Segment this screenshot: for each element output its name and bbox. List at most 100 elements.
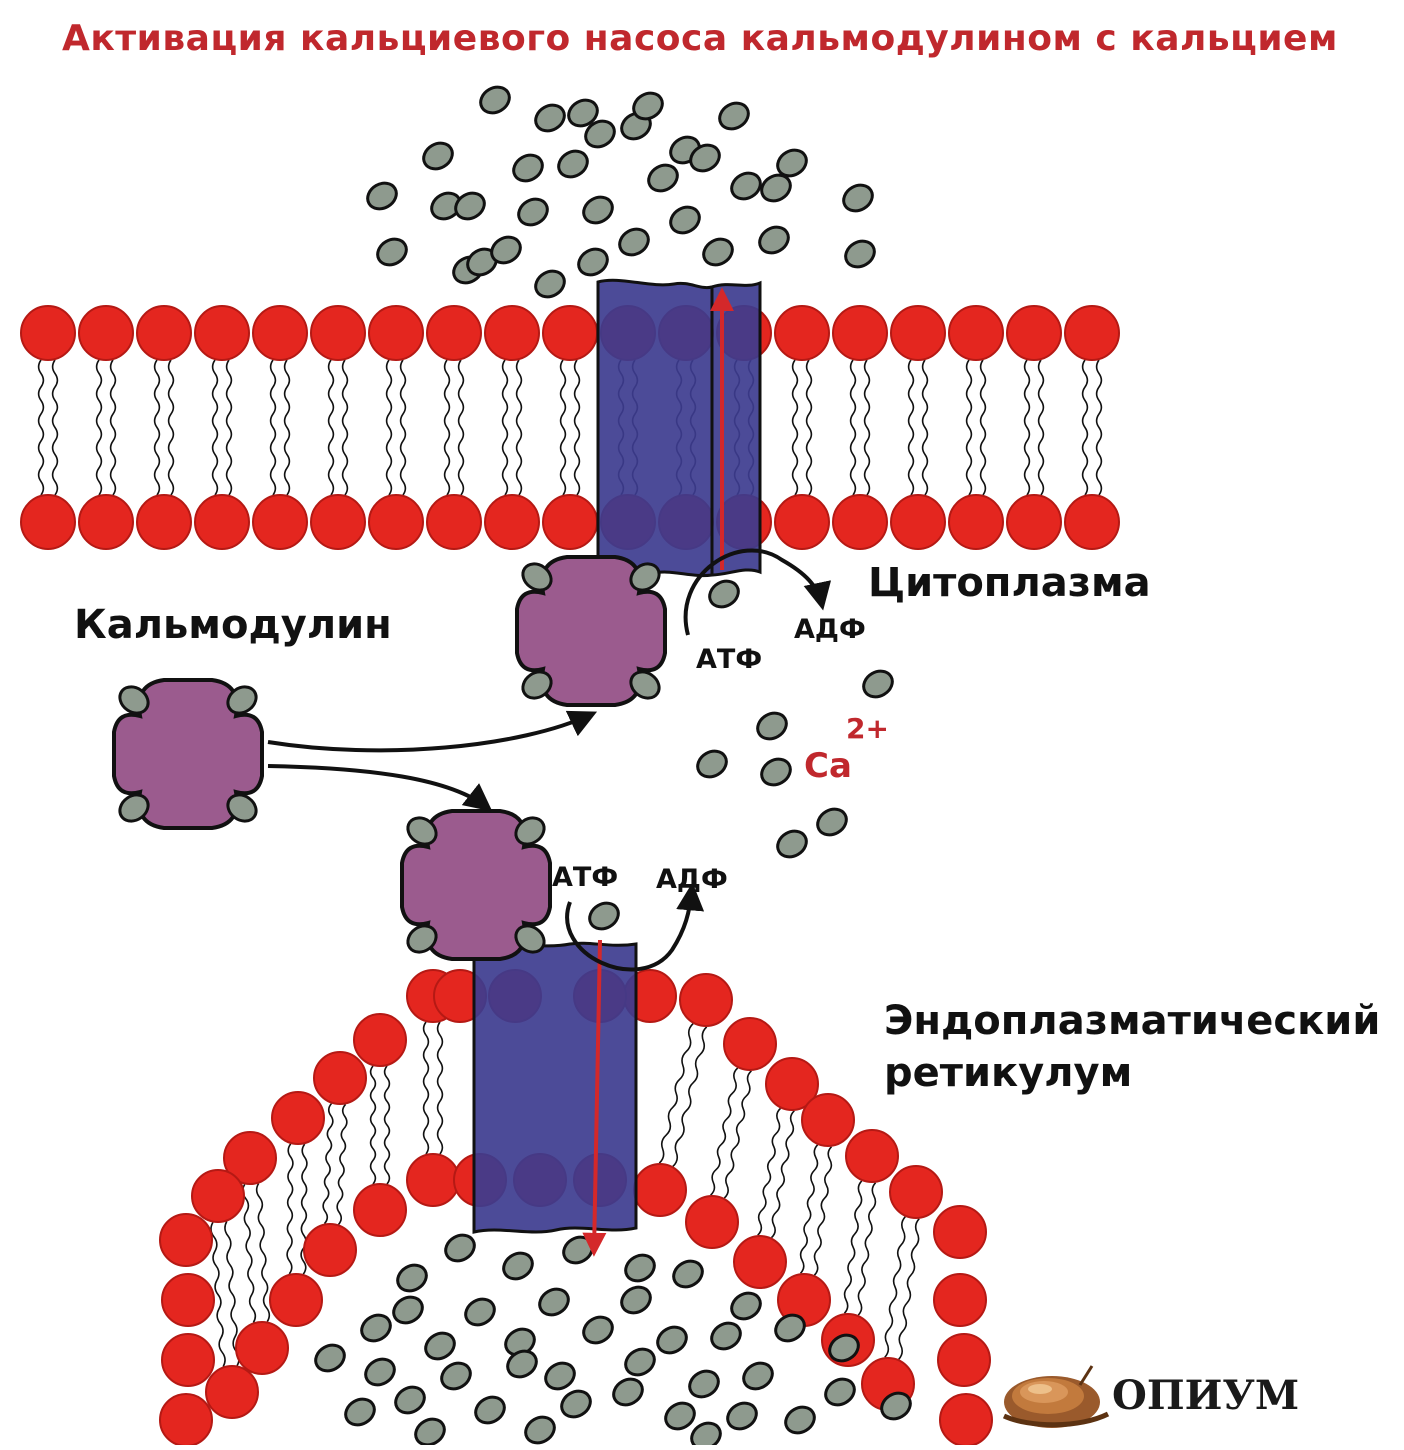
calcium-ion <box>582 195 614 225</box>
calcium-ion <box>618 227 650 257</box>
lipid-tail <box>153 359 161 496</box>
lipid-tail <box>898 1218 920 1360</box>
lipid-head <box>484 305 540 361</box>
calcium-ion <box>632 91 664 121</box>
lipid-head <box>269 1273 323 1327</box>
calcium-ion <box>538 1287 570 1317</box>
bound-calcium-ion <box>406 816 438 846</box>
lipid-tail <box>286 1143 294 1275</box>
lipid-head <box>252 305 308 361</box>
bound-calcium-ion <box>521 562 553 592</box>
lipid-tail <box>269 359 277 496</box>
lipid-head <box>542 305 598 361</box>
plasma-membrane <box>20 305 1120 550</box>
er-calcium-pump <box>472 939 638 1257</box>
lipid-tail <box>341 359 349 496</box>
calcium-ion <box>392 1295 424 1325</box>
lipid-tail <box>979 359 987 496</box>
lipid-tail <box>757 1107 782 1236</box>
calcium-ion <box>424 1331 456 1361</box>
lipid-tail <box>1081 359 1089 496</box>
lipid-head <box>191 1169 245 1223</box>
calmodulin-body <box>515 555 667 707</box>
lipid-head <box>426 494 482 550</box>
calmodulin <box>515 555 667 707</box>
calcium-ion <box>664 1401 696 1431</box>
lipid-head <box>310 305 366 361</box>
calcium-ion <box>760 173 792 203</box>
calmodulin <box>400 809 552 961</box>
calcium-ion <box>562 1235 594 1265</box>
calcium-ion <box>842 183 874 213</box>
lipid-tail <box>770 1110 795 1239</box>
lipid-tail <box>95 359 103 496</box>
calcium-ion <box>502 1251 534 1281</box>
calcium-ion <box>376 237 408 267</box>
bound-calcium-ion <box>521 670 553 700</box>
lipid-head <box>832 305 888 361</box>
atp-to-adp-arrow-er <box>565 882 705 972</box>
lipid-tail <box>211 359 219 496</box>
calmodulin-to-plasma-pump-arrow <box>267 710 598 753</box>
lipid-head <box>484 494 540 550</box>
lipid-tail <box>573 359 581 496</box>
calcium-ion <box>696 749 728 779</box>
lipid-tail <box>436 1021 444 1155</box>
calcium-ion <box>612 1377 644 1407</box>
calcium-ion <box>479 85 511 115</box>
bound-calcium-ion <box>514 924 546 954</box>
lipid-tail <box>327 359 335 496</box>
calcium-ion-label: Ca <box>804 746 852 786</box>
pump-top-right-half <box>710 280 762 577</box>
calcium-ion <box>828 1333 860 1363</box>
bound-calcium-ion <box>514 816 546 846</box>
lipid-tail <box>723 1070 752 1199</box>
calcium-ion <box>364 1357 396 1387</box>
lipid-head <box>194 494 250 550</box>
lipid-head <box>426 305 482 361</box>
lipid-tail <box>283 359 291 496</box>
lipid-tail <box>51 359 59 496</box>
lipid-head <box>303 1223 357 1277</box>
lipid-tail <box>515 359 523 496</box>
calcium-ion <box>524 1415 556 1445</box>
lipid-head <box>368 494 424 550</box>
er-label-line1: Эндоплазматический <box>884 998 1381 1044</box>
lipid-tail <box>336 1103 348 1226</box>
lipid-tail <box>109 359 117 496</box>
lipid-tail <box>300 1143 308 1275</box>
lipid-tail <box>37 359 45 496</box>
lipid-tail <box>385 359 393 496</box>
lipid-head <box>765 1057 819 1111</box>
calcium-ion <box>708 579 740 609</box>
lipid-head <box>1006 494 1062 550</box>
lipid-tail <box>965 359 973 496</box>
lipid-head <box>933 1205 987 1259</box>
lipid-head <box>939 1393 993 1447</box>
bound-calcium-ion <box>118 793 150 823</box>
lipid-tail <box>241 1183 257 1323</box>
binding-arrows <box>267 548 832 972</box>
lipid-head <box>774 305 830 361</box>
calcium-ion <box>394 1385 426 1415</box>
calcium-ion <box>742 1361 774 1391</box>
calcium-ion <box>344 1397 376 1427</box>
plasma-membrane-outer-leaflet <box>20 305 1120 361</box>
lipid-tail <box>322 1102 334 1225</box>
calcium-ion <box>816 807 848 837</box>
logo-snail-icon <box>1002 1365 1110 1428</box>
lipid-head <box>1064 494 1120 550</box>
calcium-ion <box>464 1297 496 1327</box>
calcium-ion <box>534 103 566 133</box>
lipid-tail <box>255 1183 271 1323</box>
lipid-tail <box>863 359 871 496</box>
lipid-head <box>136 494 192 550</box>
calcium-ion <box>730 171 762 201</box>
lipid-head <box>948 494 1004 550</box>
lipid-head <box>685 1195 739 1249</box>
lipid-head <box>1064 305 1120 361</box>
lipid-tail <box>799 1144 819 1274</box>
calcium-ion <box>396 1263 428 1293</box>
er-label-line2: ретикулум <box>884 1050 1133 1096</box>
